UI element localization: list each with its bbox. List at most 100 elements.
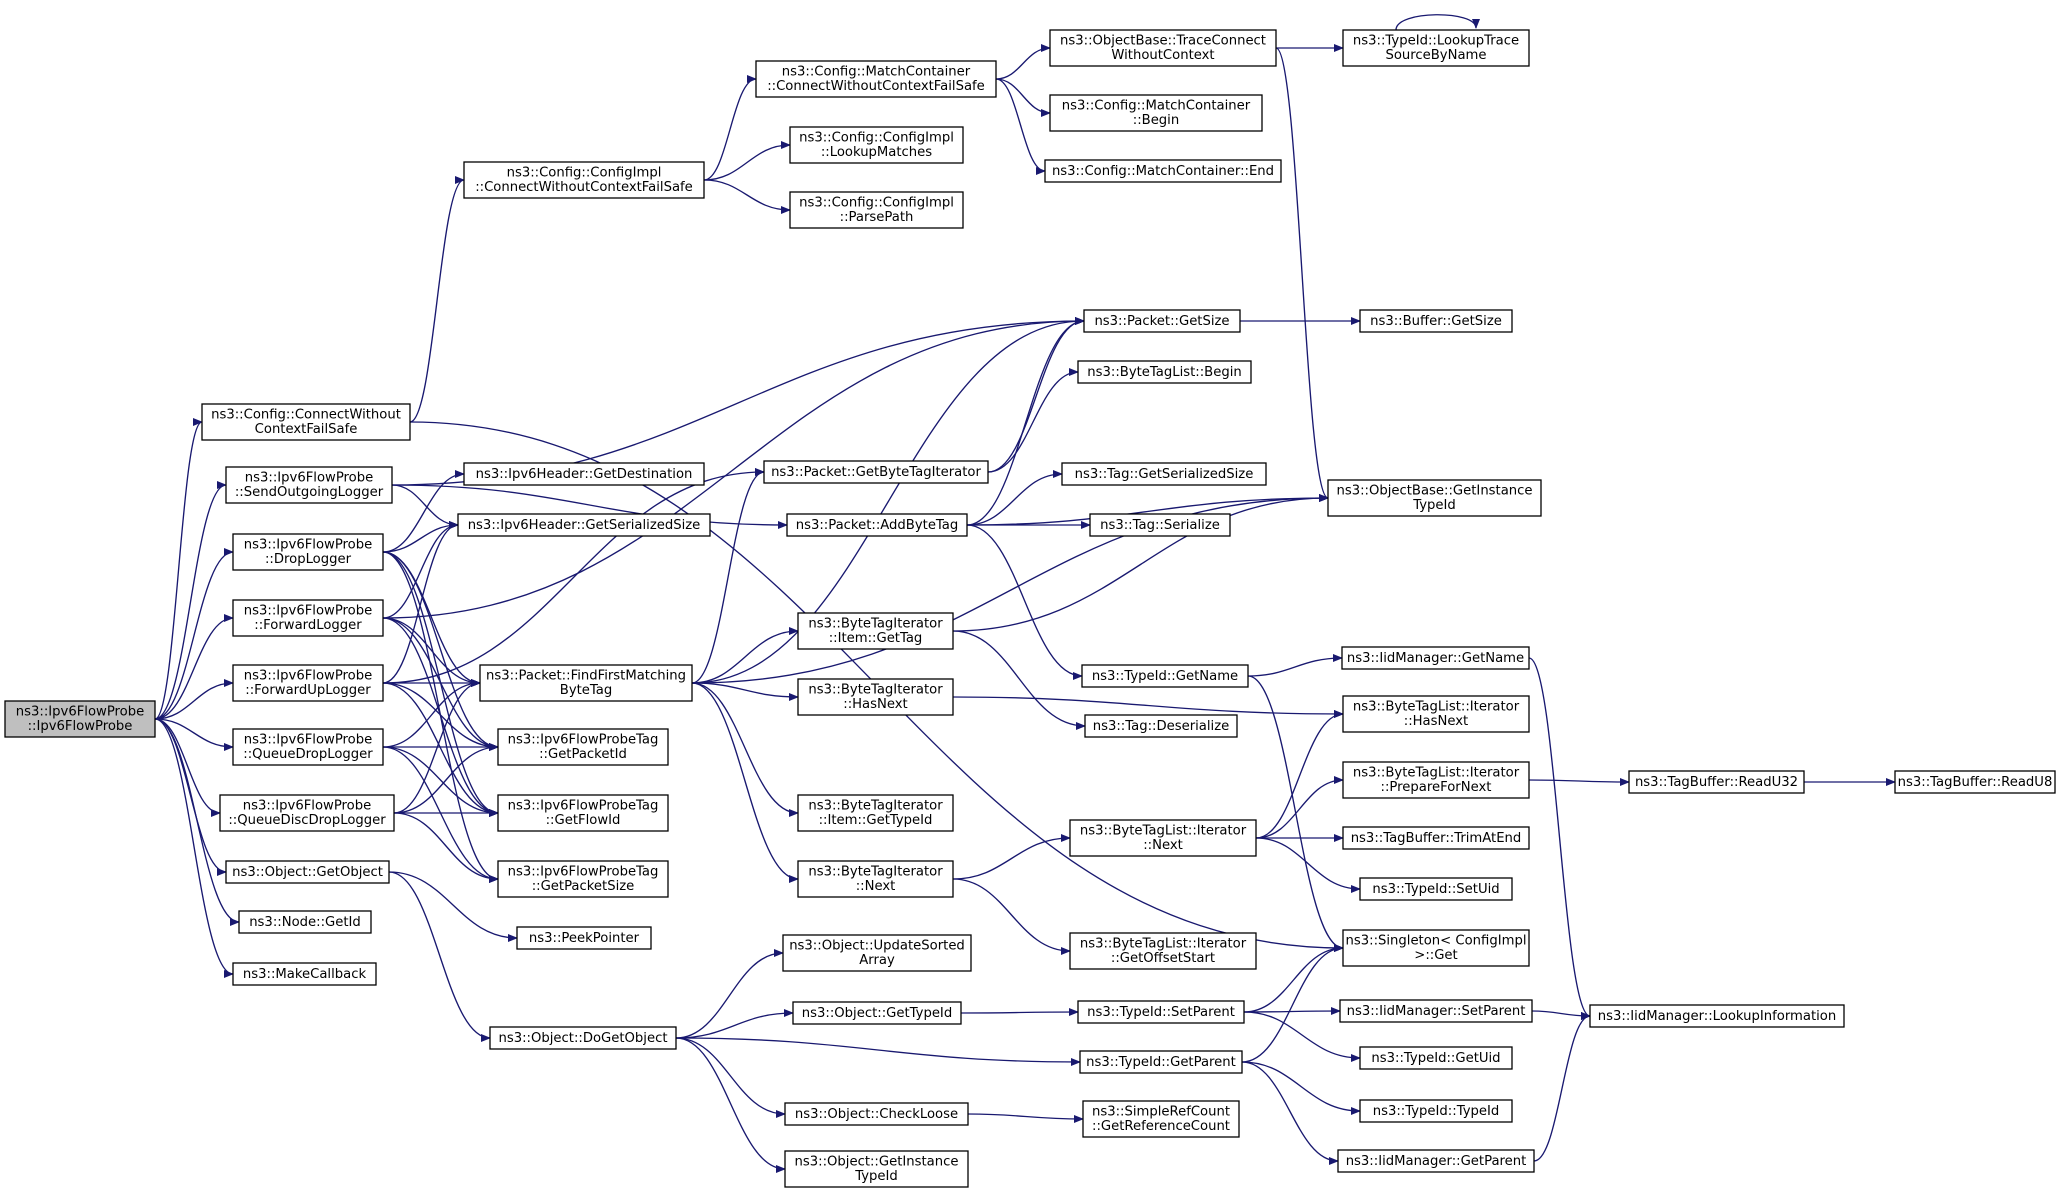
node-label: ::PrepareForNext: [1381, 780, 1492, 795]
graph-node-tagdeser[interactable]: ns3::Tag::Deserialize: [1084, 714, 1238, 738]
graph-node-btlipfn[interactable]: ns3::ByteTagList::Iterator::PrepareForNe…: [1342, 761, 1530, 799]
node-label: ns3::IidManager::LookupInformation: [1598, 1009, 1836, 1024]
edge-ogettid-to-tidsetp: [960, 1008, 1079, 1017]
graph-node-imsetp[interactable]: ns3::IidManager::SetParent: [1339, 999, 1533, 1023]
graph-node-bgetsize[interactable]: ns3::Buffer::GetSize: [1359, 309, 1513, 333]
node-label: ns3::TypeId::GetParent: [1086, 1055, 1236, 1070]
graph-node-btlinext[interactable]: ns3::ByteTagList::Iterator::Next: [1069, 819, 1257, 857]
graph-node-srcgrc[interactable]: ns3::SimpleRefCount::GetReferenceCount: [1082, 1100, 1240, 1138]
graph-node-tbtae[interactable]: ns3::TagBuffer::TrimAtEnd: [1342, 826, 1530, 850]
graph-node-btlbegin[interactable]: ns3::ByteTagList::Begin: [1077, 360, 1252, 384]
node-label: ns3::PeekPointer: [529, 931, 640, 946]
graph-node-btiigtid[interactable]: ns3::ByteTagIterator::Item::GetTypeId: [797, 794, 954, 832]
node-label: ns3::ByteTagIterator: [808, 865, 943, 880]
graph-node-btinext[interactable]: ns3::ByteTagIterator::Next: [797, 860, 954, 898]
graph-node-btiigt[interactable]: ns3::ByteTagIterator::Item::GetTag: [797, 612, 954, 650]
graph-node-ipv6dest[interactable]: ns3::Ipv6Header::GetDestination: [463, 462, 705, 486]
node-label: ::Item::GetTypeId: [819, 813, 933, 828]
graph-node-ocl[interactable]: ns3::Object::CheckLoose: [784, 1102, 969, 1126]
node-box: [232, 533, 384, 571]
edge-pffmbt-to-btiigtid: [691, 682, 799, 817]
graph-node-mccwcfs[interactable]: ns3::Config::MatchContainer::ConnectWith…: [755, 60, 997, 98]
graph-node-btlihn[interactable]: ns3::ByteTagList::Iterator::HasNext: [1342, 695, 1530, 733]
graph-node-taggss[interactable]: ns3::Tag::GetSerializedSize: [1061, 462, 1267, 486]
node-label: ns3::Config::MatchContainer: [782, 65, 971, 80]
graph-node-tidsetp[interactable]: ns3::TypeId::SetParent: [1077, 1000, 1245, 1024]
graph-node-tbru32[interactable]: ns3::TagBuffer::ReadU32: [1628, 770, 1805, 794]
graph-node-fwd[interactable]: ns3::Ipv6FlowProbe::ForwardLogger: [232, 599, 384, 637]
graph-node-tcwc[interactable]: ns3::ObjectBase::TraceConnectWithoutCont…: [1049, 29, 1277, 67]
graph-node-fwdup[interactable]: ns3::Ipv6FlowProbe::ForwardUpLogger: [232, 664, 384, 702]
graph-node-cwcfs[interactable]: ns3::Config::ConnectWithoutContextFailSa…: [201, 403, 411, 441]
edge-tidgetp-to-singget: [1241, 944, 1344, 1063]
edge-sol-to-ipv6ser: [391, 484, 459, 529]
graph-node-lookupm[interactable]: ns3::Config::ConfigImpl::LookupMatches: [789, 126, 964, 164]
graph-node-parsepath[interactable]: ns3::Config::ConfigImpl::ParsePath: [789, 191, 964, 229]
edge-odgo-to-ousa: [675, 949, 784, 1039]
graph-node-btligos[interactable]: ns3::ByteTagList::Iterator::GetOffsetSta…: [1069, 932, 1257, 970]
graph-node-nodegetid[interactable]: ns3::Node::GetId: [238, 910, 372, 934]
graph-node-tbru8[interactable]: ns3::TagBuffer::ReadU8: [1894, 770, 2056, 794]
edge-tidgetname-to-singget: [1247, 675, 1344, 952]
node-box: [1342, 826, 1530, 850]
graph-node-getobj[interactable]: ns3::Object::GetObject: [225, 860, 390, 884]
edge-tidsetp-to-singget: [1243, 944, 1344, 1013]
node-box: [1342, 29, 1530, 67]
graph-node-drop[interactable]: ns3::Ipv6FlowProbe::DropLogger: [232, 533, 384, 571]
graph-node-tagser[interactable]: ns3::Tag::Serialize: [1089, 513, 1231, 537]
graph-node-makecb[interactable]: ns3::MakeCallback: [232, 962, 377, 986]
edge-paddbt-to-tidgetname: [966, 524, 1083, 680]
graph-node-odgo[interactable]: ns3::Object::DoGetObject: [489, 1026, 677, 1050]
graph-node-ipv6ser[interactable]: ns3::Ipv6Header::GetSerializedSize: [457, 513, 711, 537]
graph-node-tidgetp[interactable]: ns3::TypeId::GetParent: [1079, 1050, 1243, 1074]
graph-node-tidsetuid[interactable]: ns3::TypeId::SetUid: [1359, 877, 1513, 901]
node-box: [792, 1001, 962, 1025]
graph-node-tidgetname[interactable]: ns3::TypeId::GetName: [1081, 664, 1249, 688]
edge-pffmbt-to-pgetsize: [691, 317, 1085, 684]
node-label: ns3::Config::MatchContainer::End: [1052, 164, 1274, 179]
graph-node-btihn[interactable]: ns3::ByteTagIterator::HasNext: [797, 678, 954, 716]
node-label: ns3::MakeCallback: [243, 967, 367, 982]
graph-node-mcbegin[interactable]: ns3::Config::MatchContainer::Begin: [1049, 94, 1263, 132]
node-box: [797, 860, 954, 898]
node-label: ns3::ObjectBase::TraceConnect: [1060, 34, 1266, 49]
graph-node-tidtid[interactable]: ns3::TypeId::TypeId: [1359, 1099, 1513, 1123]
graph-node-sol[interactable]: ns3::Ipv6FlowProbe::SendOutgoingLogger: [225, 466, 393, 504]
node-label: TypeId: [1412, 498, 1456, 513]
node-box: [1069, 932, 1257, 970]
graph-node-cicwcfs[interactable]: ns3::Config::ConfigImpl::ConnectWithoutC…: [463, 161, 705, 199]
graph-node-peekptr[interactable]: ns3::PeekPointer: [516, 926, 652, 950]
node-label: ns3::Object::GetTypeId: [802, 1006, 952, 1021]
graph-node-fptfid[interactable]: ns3::Ipv6FlowProbeTag::GetFlowId: [497, 794, 669, 832]
graph-node-imgetname[interactable]: ns3::IidManager::GetName: [1341, 646, 1530, 670]
graph-node-qddrop[interactable]: ns3::Ipv6FlowProbe::QueueDiscDropLogger: [219, 794, 395, 832]
graph-node-ogettid[interactable]: ns3::Object::GetTypeId: [792, 1001, 962, 1025]
node-box: [1359, 1046, 1513, 1070]
graph-node-root[interactable]: ns3::Ipv6FlowProbe::Ipv6FlowProbe: [4, 700, 156, 738]
node-label: ns3::TypeId::SetUid: [1372, 882, 1499, 897]
graph-node-qdrop[interactable]: ns3::Ipv6FlowProbe::QueueDropLogger: [232, 728, 384, 766]
graph-node-fptps[interactable]: ns3::Ipv6FlowProbeTag::GetPacketSize: [497, 860, 669, 898]
node-label: ns3::TagBuffer::ReadU32: [1635, 775, 1798, 790]
graph-node-tidgetuid[interactable]: ns3::TypeId::GetUid: [1359, 1046, 1513, 1070]
graph-node-singget[interactable]: ns3::Singleton< ConfigImpl>::Get: [1342, 929, 1530, 967]
graph-node-pgbti[interactable]: ns3::Packet::GetByteTagIterator: [763, 460, 989, 484]
node-box: [1049, 94, 1263, 132]
node-label: ns3::TagBuffer::ReadU8: [1898, 775, 2053, 790]
edge-fwd-to-pgetsize: [382, 317, 1085, 619]
edge-drop-to-ipv6dest: [382, 470, 465, 553]
graph-node-imgetp[interactable]: ns3::IidManager::GetParent: [1337, 1149, 1535, 1173]
graph-node-fptpid[interactable]: ns3::Ipv6FlowProbeTag::GetPacketId: [497, 728, 669, 766]
graph-node-paddbt[interactable]: ns3::Packet::AddByteTag: [786, 513, 968, 537]
edge-tidgetname-to-imgetname: [1247, 654, 1343, 677]
node-label: ns3::Singleton< ConfigImpl: [1346, 934, 1527, 949]
graph-node-imlookup[interactable]: ns3::IidManager::LookupInformation: [1589, 1004, 1845, 1028]
node-label: ns3::IidManager::SetParent: [1347, 1004, 1526, 1019]
graph-node-mcend[interactable]: ns3::Config::MatchContainer::End: [1044, 159, 1282, 183]
graph-node-pgetsize[interactable]: ns3::Packet::GetSize: [1083, 309, 1241, 333]
